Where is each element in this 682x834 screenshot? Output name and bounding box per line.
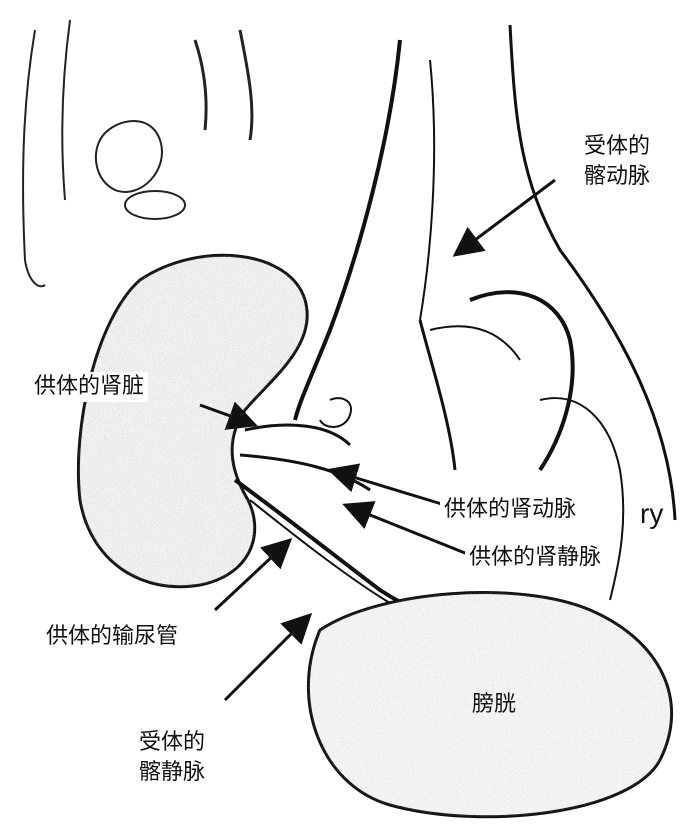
inset-figure — [23, 20, 252, 286]
label-text-fragment: ry — [640, 498, 663, 530]
label-recipient-iliac-artery: 受体的 髂动脉 — [580, 132, 654, 192]
label-line: 受体的 — [584, 132, 650, 162]
label-donor-ureter: 供体的输尿管 — [42, 622, 182, 652]
label-recipient-iliac-vein: 受体的 髂静脉 — [135, 728, 209, 788]
donor-kidney-shape — [78, 255, 307, 586]
label-line: 髂静脉 — [139, 758, 205, 788]
label-donor-renal-vein: 供体的肾静脉 — [465, 543, 605, 573]
label-donor-kidney: 供体的肾脏 — [30, 372, 148, 402]
arrow-recipient-iliac-artery — [455, 180, 555, 255]
label-donor-renal-artery: 供体的肾动脉 — [440, 495, 580, 525]
label-line: 受体的 — [139, 728, 205, 758]
arrow-recipient-iliac-vein — [225, 615, 310, 700]
arrow-donor-renal-artery — [330, 470, 445, 505]
label-bladder: 膀胱 — [468, 690, 520, 720]
label-line: 髂动脉 — [584, 162, 650, 192]
